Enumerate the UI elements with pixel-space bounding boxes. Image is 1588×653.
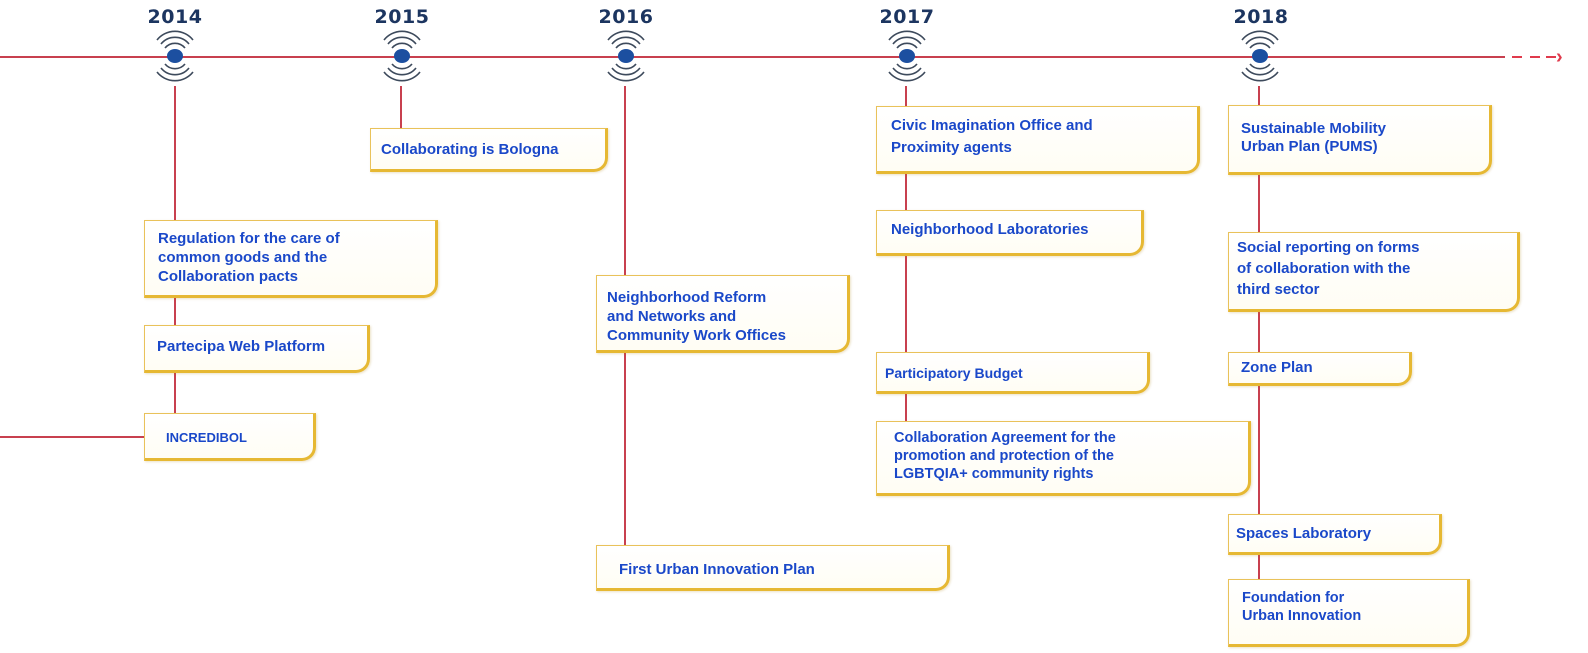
event-box: Foundation for Urban Innovation — [1228, 579, 1470, 647]
event-box: Collaborating is Bologna — [370, 128, 608, 172]
event-box: Social reporting on forms of collaborati… — [1228, 232, 1520, 312]
event-box: Civic Imagination Office and Proximity a… — [876, 106, 1200, 174]
year-label-2015: 2015 — [374, 6, 430, 28]
event-box: Participatory Budget — [876, 352, 1150, 394]
year-label-2018: 2018 — [1233, 6, 1289, 28]
year-label-2017: 2017 — [879, 6, 935, 28]
year-label-2014: 2014 — [147, 6, 203, 28]
event-box: Zone Plan — [1228, 352, 1412, 386]
event-box: Collaboration Agreement for the promotio… — [876, 421, 1251, 496]
event-label: First Urban Innovation Plan — [619, 561, 815, 578]
event-box: Partecipa Web Platform — [144, 325, 370, 373]
timeline-axis — [0, 56, 1505, 58]
event-box: Regulation for the care of common goods … — [144, 220, 438, 298]
event-label: Collaboration Agreement for the promotio… — [894, 430, 1116, 482]
year-label-2016: 2016 — [598, 6, 654, 28]
event-box: Sustainable Mobility Urban Plan (PUMS) — [1228, 105, 1492, 175]
year-marker-icon — [1241, 30, 1279, 82]
event-label: Collaborating is Bologna — [381, 141, 559, 158]
event-label: Partecipa Web Platform — [157, 338, 326, 355]
connector-2015 — [400, 86, 402, 130]
event-label: Spaces Laboratory — [1236, 525, 1372, 542]
event-box: Neighborhood Laboratories — [876, 210, 1144, 256]
event-label: INCREDIBOL — [166, 430, 247, 445]
event-box: First Urban Innovation Plan — [596, 545, 950, 591]
year-marker-icon — [383, 30, 421, 82]
year-marker-icon — [156, 30, 194, 82]
timeline-dash — [1512, 56, 1522, 58]
event-box: INCREDIBOL — [144, 413, 316, 461]
connector-incredibol — [0, 436, 146, 438]
event-label: Regulation for the care of common goods … — [158, 230, 340, 285]
event-label: Neighborhood Laboratories — [891, 221, 1089, 238]
event-label: Zone Plan — [1241, 359, 1313, 376]
timeline-arrow-icon: › — [1556, 46, 1563, 68]
event-label: Foundation for Urban Innovation — [1242, 590, 1362, 624]
connector-2018 — [1258, 86, 1260, 581]
year-marker-icon — [607, 30, 645, 82]
event-label: Participatory Budget — [885, 365, 1023, 381]
event-box: Neighborhood Reform and Networks and Com… — [596, 275, 850, 353]
event-label: Civic Imagination Office and Proximity a… — [891, 117, 1093, 156]
timeline-dash — [1530, 56, 1540, 58]
year-marker-icon — [888, 30, 926, 82]
event-box: Spaces Laboratory — [1228, 514, 1442, 555]
event-label: Neighborhood Reform and Networks and Com… — [607, 289, 786, 344]
event-label: Social reporting on forms of collaborati… — [1237, 239, 1420, 298]
event-label: Sustainable Mobility Urban Plan (PUMS) — [1241, 120, 1387, 155]
timeline-dash — [1546, 56, 1556, 58]
